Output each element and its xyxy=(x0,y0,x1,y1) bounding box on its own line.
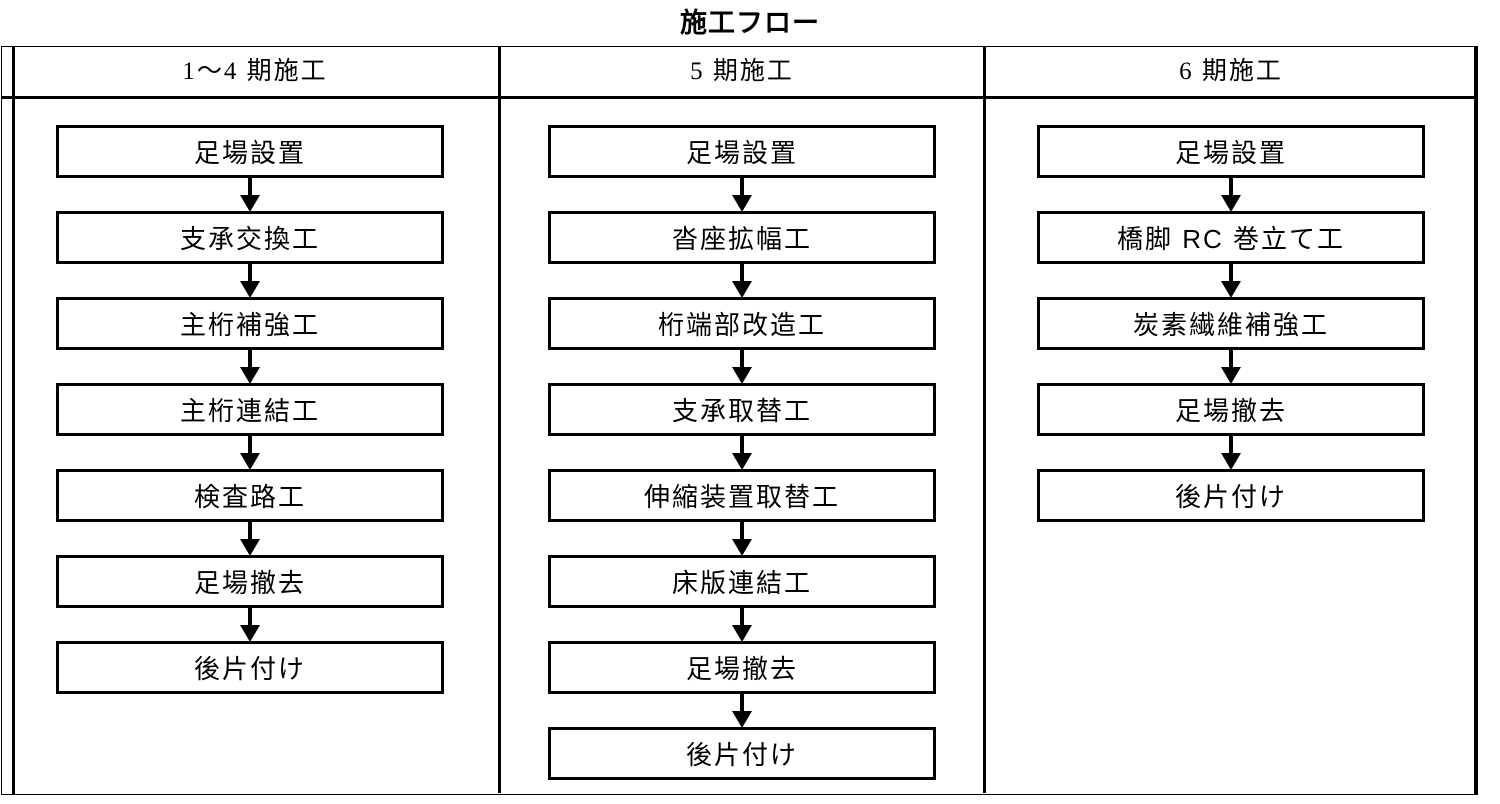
flow-arrow-down-icon xyxy=(548,607,936,642)
construction-flow-table: 1～4 期施工 5 期施工 6 期施工 足場設置 支承交換工 主桁補強工 主桁連… xyxy=(1,46,1478,795)
flow-node: 足場設置 xyxy=(548,125,936,178)
flow-node: 桁端部改造工 xyxy=(548,297,936,350)
column-header-phase-1-4: 1～4 期施工 xyxy=(2,47,501,96)
flow-node: 足場撤去 xyxy=(548,641,936,694)
flow-node: 足場設置 xyxy=(56,125,444,178)
flow-arrow-down-icon xyxy=(1037,435,1425,470)
flow-node: 主桁補強工 xyxy=(56,297,444,350)
flow-node: 後片付け xyxy=(56,641,444,694)
column-header-phase-5: 5 期施工 xyxy=(501,47,986,96)
flow-node: 後片付け xyxy=(548,727,936,780)
flow-node: 主桁連結工 xyxy=(56,383,444,436)
table-header-row: 1～4 期施工 5 期施工 6 期施工 xyxy=(2,47,1477,99)
flow-node: 支承交換工 xyxy=(56,211,444,264)
flow-node: 炭素繊維補強工 xyxy=(1037,297,1425,350)
flow-arrow-down-icon xyxy=(56,263,444,298)
flow-steps-phase-5: 足場設置 沓座拡幅工 桁端部改造工 支承取替工 伸縮装置取替工 床版連結工 足場… xyxy=(501,99,983,793)
flow-arrow-down-icon xyxy=(56,349,444,384)
flow-column-phase-6: 足場設置 橋脚 RC 巻立て工 炭素繊維補強工 足場撤去 後片付け xyxy=(986,99,1476,793)
flow-node: 橋脚 RC 巻立て工 xyxy=(1037,211,1425,264)
column-header-phase-6: 6 期施工 xyxy=(1179,58,1283,85)
flow-node: 伸縮装置取替工 xyxy=(548,469,936,522)
flow-arrow-down-icon xyxy=(548,693,936,728)
flow-arrow-down-icon xyxy=(1037,177,1425,212)
flow-arrow-down-icon xyxy=(548,521,936,556)
flow-steps-phase-1-4: 足場設置 支承交換工 主桁補強工 主桁連結工 検査路工 足場撤去 後片付け xyxy=(2,99,498,793)
flow-node: 支承取替工 xyxy=(548,383,936,436)
flow-node: 検査路工 xyxy=(56,469,444,522)
flow-node: 足場撤去 xyxy=(1037,383,1425,436)
flow-arrow-down-icon xyxy=(548,177,936,212)
flow-arrow-down-icon xyxy=(548,435,936,470)
flow-arrow-down-icon xyxy=(548,349,936,384)
flow-node: 足場設置 xyxy=(1037,125,1425,178)
flow-steps-phase-6: 足場設置 橋脚 RC 巻立て工 炭素繊維補強工 足場撤去 後片付け xyxy=(986,99,1476,793)
flow-column-phase-5: 足場設置 沓座拡幅工 桁端部改造工 支承取替工 伸縮装置取替工 床版連結工 足場… xyxy=(501,99,986,793)
flow-node: 沓座拡幅工 xyxy=(548,211,936,264)
page-title: 施工フロー xyxy=(680,8,820,38)
flow-arrow-down-icon xyxy=(1037,349,1425,384)
flow-arrow-down-icon xyxy=(56,177,444,212)
flow-node: 後片付け xyxy=(1037,469,1425,522)
table-body-row: 足場設置 支承交換工 主桁補強工 主桁連結工 検査路工 足場撤去 後片付け xyxy=(2,99,1477,793)
flow-arrow-down-icon xyxy=(56,521,444,556)
flow-arrow-down-icon xyxy=(56,435,444,470)
flow-arrow-down-icon xyxy=(56,607,444,642)
flow-arrow-down-icon xyxy=(1037,263,1425,298)
flow-column-phase-1-4: 足場設置 支承交換工 主桁補強工 主桁連結工 検査路工 足場撤去 後片付け xyxy=(2,99,501,793)
flow-arrow-down-icon xyxy=(548,263,936,298)
flow-node: 足場撤去 xyxy=(56,555,444,608)
flow-node: 床版連結工 xyxy=(548,555,936,608)
